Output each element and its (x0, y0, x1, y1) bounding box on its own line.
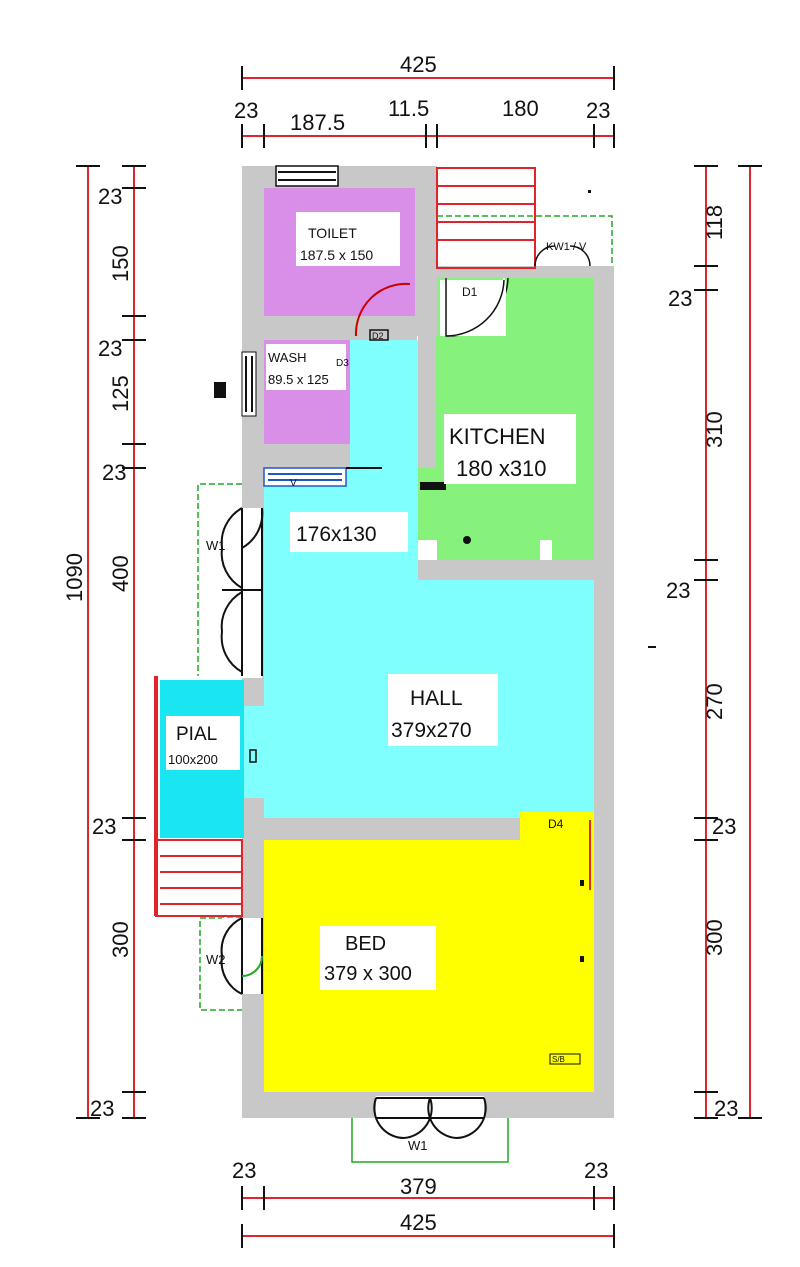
dimension-ticks (76, 66, 762, 1248)
top-part-2: 187.5 (290, 110, 345, 135)
left-part-6: 400 (108, 555, 133, 592)
front-steps (154, 676, 243, 917)
left-part-9: 23 (90, 1096, 114, 1121)
top-part-5: 23 (586, 98, 610, 123)
d2-label: D2 (372, 331, 384, 341)
wash-size: 89.5 x 125 (268, 372, 329, 387)
left-part-4: 125 (108, 375, 133, 412)
w1-label: W1 (408, 1138, 428, 1153)
top-part-4: 180 (502, 96, 539, 121)
bed-size: 379 x 300 (324, 963, 412, 985)
d4-label: D4 (548, 817, 564, 831)
left-part-7: 23 (92, 814, 116, 839)
v-label: V (290, 478, 297, 489)
rear-steps (436, 167, 536, 269)
kitchen-size: 180 x310 (456, 456, 547, 481)
toilet-name: TOILET (308, 225, 357, 241)
pial-name: PIAL (176, 724, 217, 745)
dimension-text: 425 23 187.5 11.5 180 23 23 379 23 425 1… (62, 52, 738, 1235)
right-part-7: 300 (702, 919, 727, 956)
left-total: 1090 (62, 553, 87, 602)
dimension-lines (87, 77, 751, 1237)
left-windows (220, 507, 264, 678)
passage-size: 176x130 (296, 523, 377, 546)
wash-name: WASH (268, 350, 307, 365)
room-labels: TOILET 187.5 x 150 WASH 89.5 x 125 KITCH… (166, 212, 576, 990)
right-part-6: 23 (712, 814, 736, 839)
bottom-total: 425 (400, 1210, 437, 1235)
top-part-3: 11.5 (388, 96, 429, 121)
hall-size: 379x270 (391, 719, 472, 742)
top-part-1: 23 (234, 98, 258, 123)
kw-label: KW1 / V (546, 241, 587, 253)
toilet-size: 187.5 x 150 (300, 247, 373, 263)
right-part-8: 23 (714, 1096, 738, 1121)
d1-label: D1 (462, 285, 478, 299)
bottom-part-1: 23 (232, 1158, 256, 1183)
right-part-3: 310 (702, 411, 727, 448)
windows (241, 165, 382, 487)
kitchen-name: KITCHEN (449, 424, 546, 449)
w1-bottom-window (373, 1096, 487, 1140)
left-part-3: 23 (98, 336, 122, 361)
left-part-5: 23 (102, 460, 126, 485)
right-part-1: 118 (702, 205, 727, 240)
right-part-5: 270 (702, 683, 727, 720)
w-left-label: W1 (206, 538, 226, 553)
left-part-2: 150 (108, 245, 133, 282)
bottom-part-2: 379 (400, 1174, 437, 1199)
sunshades (197, 215, 613, 1011)
right-part-2: 23 (668, 286, 692, 311)
opening-labels: D1 D2 D3 D4 KW1 / V V W1 W2 W1 S/B (206, 241, 587, 1153)
top-total: 425 (400, 52, 437, 77)
hall-name: HALL (410, 687, 463, 710)
w1-sunshade (351, 1118, 509, 1163)
right-part-4: 23 (666, 578, 690, 603)
bed-name: BED (345, 933, 386, 955)
bottom-part-3: 23 (584, 1158, 608, 1183)
fixtures (214, 329, 584, 1065)
hall-room (244, 340, 594, 818)
w2-window (220, 917, 263, 995)
left-part-1: 23 (98, 184, 122, 209)
pial-size: 100x200 (168, 752, 218, 767)
d3-label: D3 (336, 358, 349, 369)
left-part-8: 300 (108, 921, 133, 958)
spare-label: S/B (552, 1055, 565, 1064)
w2-label: W2 (206, 952, 226, 967)
